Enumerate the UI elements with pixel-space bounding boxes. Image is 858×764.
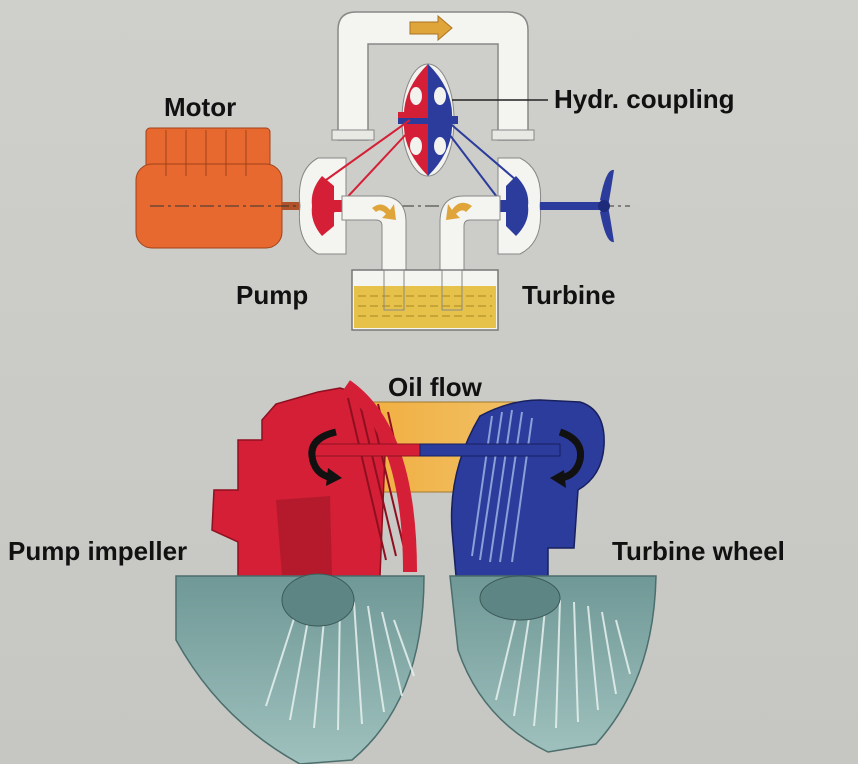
turbine-wheel-photo <box>449 575 657 753</box>
pump-inner-hub <box>276 496 332 576</box>
label-pump-impeller: Pump impeller <box>8 536 188 566</box>
circulation-arrow-left <box>308 428 337 482</box>
flow-shaft-blue <box>419 443 561 457</box>
pipe-flange-right <box>491 129 535 141</box>
label-pump: Pump <box>236 280 309 310</box>
label-oil-flow: Oil flow <box>388 372 482 402</box>
flow-arrow-top <box>409 14 453 42</box>
oil-tank <box>351 269 499 331</box>
pump-impeller-hub <box>281 573 355 627</box>
circulation-arrowhead-left <box>326 468 342 486</box>
pump <box>298 157 348 255</box>
label-turbine-wheel: Turbine wheel <box>612 536 785 566</box>
flow-arrow-left <box>372 204 396 220</box>
circulation-arrowhead-right <box>550 470 566 488</box>
hydraulic-coupling <box>398 63 458 177</box>
propeller <box>598 169 614 243</box>
flow-shaft-red <box>311 443 423 457</box>
turbine-wheel-blades <box>471 409 533 563</box>
motor <box>135 127 318 249</box>
blue-link-line <box>445 129 517 223</box>
label-hydr-coupling: Hydr. coupling <box>554 84 735 114</box>
pump-impeller-photo-blades <box>265 597 415 731</box>
flow-arrow-right <box>446 202 472 220</box>
label-motor: Motor <box>164 92 237 122</box>
circulation-arrow-right <box>558 428 585 482</box>
pipe-flange-left <box>331 129 375 141</box>
label-turbine: Turbine <box>522 280 616 310</box>
red-link-line-2 <box>325 119 411 181</box>
blue-link-line-2 <box>445 119 517 181</box>
turbine-wheel-housing <box>450 399 605 577</box>
turbine <box>497 157 602 255</box>
turbine-wheel-hub <box>479 575 561 621</box>
red-link-line <box>325 129 411 221</box>
